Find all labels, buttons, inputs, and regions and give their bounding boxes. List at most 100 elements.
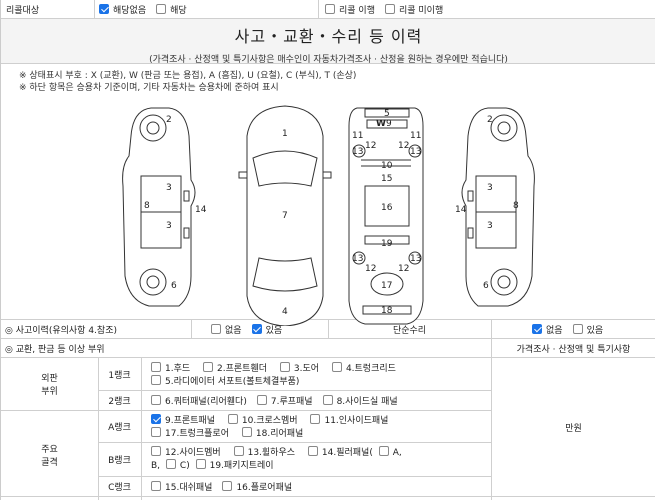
rank-b-options: 12.사이드멤버 13.휠하우스 14.필러패널( A, B, C) 19.패키… — [151, 446, 491, 472]
svg-text:3: 3 — [166, 183, 172, 193]
recall-label: 리콜대상 — [6, 5, 40, 16]
recall-not-applicable-option[interactable]: 해당없음 — [99, 3, 146, 16]
svg-text:5: 5 — [384, 109, 390, 119]
rank2-options: 6.쿼터패널(리어휀다) 7.루프패널 8.사이드실 패널 — [151, 390, 408, 410]
simple-repair-no-option[interactable]: 없음 — [532, 323, 563, 336]
outer-panel-group-label: 외판 부위 — [41, 374, 58, 397]
option-pillar-a[interactable]: A, — [378, 446, 402, 459]
checkbox[interactable] — [325, 3, 335, 14]
svg-text:1: 1 — [282, 129, 288, 139]
option-pillar-c[interactable]: C) — [165, 459, 190, 472]
rank1-options: 1.후드 2.프론트휀더 3.도어 4.트렁크리드 5.라디에이터 서포트(볼트… — [151, 362, 491, 388]
option-front-panel[interactable]: 9.프론트패널 — [151, 414, 215, 427]
rank-b-label: B랭크 — [108, 455, 131, 466]
svg-text:11: 11 — [352, 131, 363, 141]
svg-text:11: 11 — [410, 131, 421, 141]
svg-text:8: 8 — [513, 201, 519, 211]
recall-applicable-option[interactable]: 해당 — [156, 3, 187, 16]
option-floor-panel[interactable]: 16.플로어패널 — [222, 480, 292, 493]
option-roof-panel[interactable]: 7.루프패널 — [256, 394, 313, 407]
option-quarter-panel[interactable]: 6.쿼터패널(리어휀다) — [151, 394, 247, 407]
checkbox[interactable] — [572, 323, 583, 334]
recall-not-done-option[interactable]: 리콜 미이행 — [384, 3, 443, 16]
option-door[interactable]: 3.도어 — [279, 362, 319, 375]
option-pillar-panel[interactable]: 14.필러패널( — [307, 446, 373, 459]
section-title: 사고・교환・수리 등 이력 — [234, 27, 423, 46]
svg-text:19: 19 — [381, 239, 393, 249]
svg-text:2: 2 — [487, 115, 493, 125]
svg-text:2: 2 — [166, 115, 172, 125]
svg-text:14: 14 — [455, 205, 467, 215]
rank-a-options: 9.프론트패널 10.크로스멤버 11.인사이드패널 17.트렁크플로어 18.… — [151, 414, 491, 440]
option-side-member[interactable]: 12.사이드멤버 — [151, 446, 221, 459]
checkbox[interactable] — [211, 323, 221, 334]
rank-c-label: C랭크 — [108, 482, 131, 493]
option-package-tray[interactable]: 19.패키지트레이 — [195, 459, 274, 472]
option-pillar-b[interactable]: B, — [151, 461, 161, 471]
section-subtitle: (가격조사 · 산정액 및 특기사항은 매수인이 자동차가격조사 · 산정을 원… — [149, 55, 508, 65]
option-rear-panel[interactable]: 18.리어패널 — [241, 427, 303, 440]
svg-text:12: 12 — [398, 141, 409, 151]
simple-repair-label: 단순수리 — [392, 325, 427, 336]
option-dash-panel[interactable]: 15.대쉬패널 — [151, 480, 212, 493]
svg-text:W: W — [376, 119, 386, 129]
svg-text:15: 15 — [381, 174, 392, 184]
option-side-sill[interactable]: 8.사이드실 패널 — [322, 394, 398, 407]
svg-text:14: 14 — [195, 205, 207, 215]
svg-text:3: 3 — [166, 221, 172, 231]
option-trunk-lid[interactable]: 4.트렁크리드 — [331, 362, 396, 375]
price-header: 가격조사 · 산정액 및 특기사항 — [516, 344, 631, 355]
parts-table: 외판 부위 1랭크 1.후드 2.프론트휀더 3.도어 4.트렁크리드 5.라디… — [1, 358, 655, 500]
option-radiator-support[interactable]: 5.라디에이터 서포트(볼트체결부품) — [151, 375, 299, 388]
price-value: 만원 — [565, 423, 582, 434]
svg-text:13: 13 — [410, 147, 421, 157]
legend-line-1: ※ 상태표시 부호 : X (교환), W (판금 또는 용접), A (흠집)… — [19, 71, 357, 81]
svg-text:18: 18 — [381, 306, 393, 316]
checkbox[interactable] — [384, 3, 395, 14]
section-header: 사고・교환・수리 등 이력 (가격조사 · 산정액 및 특기사항은 매수인이 자… — [1, 19, 655, 65]
svg-text:12: 12 — [398, 264, 409, 274]
recall-done-option[interactable]: 리콜 이행 — [325, 3, 375, 16]
svg-text:17: 17 — [381, 281, 392, 291]
accident-no-option[interactable]: 없음 — [211, 323, 242, 336]
main-frame-group-label: 주요 골격 — [41, 445, 58, 468]
svg-text:9: 9 — [386, 119, 392, 129]
option-inside-panel[interactable]: 11.인사이드패널 — [310, 414, 388, 427]
rank2-label: 2랭크 — [108, 396, 131, 407]
checkbox-checked[interactable] — [251, 323, 262, 334]
rank-a-label: A랭크 — [108, 422, 131, 433]
svg-text:4: 4 — [282, 307, 288, 317]
checkbox-checked[interactable] — [532, 323, 542, 334]
option-front-fender[interactable]: 2.프론트휀더 — [203, 362, 267, 375]
rank1-label: 1랭크 — [108, 370, 131, 381]
svg-text:12: 12 — [365, 141, 376, 151]
accident-history-label: ◎ 사고이력(유의사항 4.참조) — [5, 325, 117, 336]
option-trunk-floor[interactable]: 17.트렁크플로어 — [151, 427, 229, 440]
rank-c-options: 15.대쉬패널 16.플로어패널 — [151, 476, 302, 496]
svg-text:13: 13 — [352, 254, 363, 264]
simple-repair-yes-option[interactable]: 있음 — [572, 323, 603, 336]
svg-text:10: 10 — [381, 161, 393, 171]
svg-text:3: 3 — [487, 221, 493, 231]
exchange-header-row: ◎ 교환, 판금 등 이상 부위 가격조사 · 산정액 및 특기사항 — [1, 339, 655, 358]
option-cross-member[interactable]: 10.크로스멤버 — [227, 414, 298, 427]
accident-yes-option[interactable]: 있음 — [251, 323, 282, 336]
accident-history-row: ◎ 사고이력(유의사항 4.참조) 없음 있음 단순수리 없음 있음 — [1, 320, 655, 339]
svg-text:6: 6 — [171, 281, 177, 291]
damage-diagram-area: ※ 상태표시 부호 : X (교환), W (판금 또는 용접), A (흠집)… — [1, 64, 655, 326]
checkbox-checked[interactable] — [99, 3, 109, 14]
option-wheel-house[interactable]: 13.휠하우스 — [233, 446, 295, 459]
svg-text:13: 13 — [352, 147, 363, 157]
svg-text:7: 7 — [282, 211, 288, 221]
svg-text:6: 6 — [483, 281, 489, 291]
option-hood[interactable]: 1.후드 — [151, 362, 190, 375]
checkbox[interactable] — [156, 3, 167, 14]
svg-text:8: 8 — [144, 201, 150, 211]
legend-line-2: ※ 하단 항목은 승용차 기준이며, 기타 자동차는 승용차에 준하여 표시 — [19, 83, 279, 93]
exchange-label: ◎ 교환, 판금 등 이상 부위 — [5, 344, 105, 355]
svg-text:16: 16 — [381, 203, 393, 213]
